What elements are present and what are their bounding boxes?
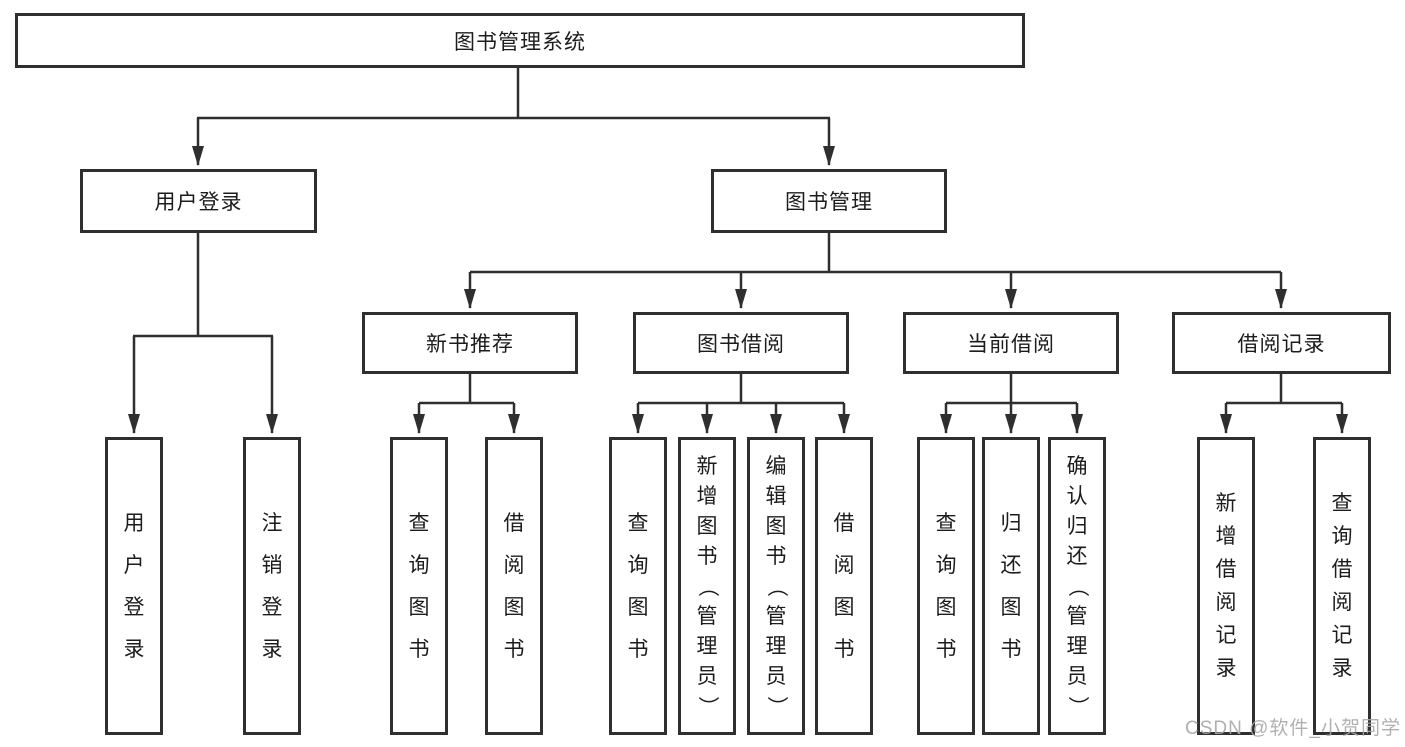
node-user-login: 用户登录 [80, 169, 317, 233]
leaf-nbr-borrow-books: 借阅图书 [485, 437, 543, 735]
leaf-bb-borrow-books: 借阅图书 [815, 437, 873, 735]
leaf-bb-edit-books-admin: 编辑图书（管理员） [747, 437, 805, 735]
leaf-logout-login: 注销登录 [243, 437, 301, 735]
node-borrowing-records: 借阅记录 [1172, 312, 1391, 374]
leaf-cb-query-books: 查询图书 [917, 437, 975, 735]
node-current-borrowing: 当前借阅 [903, 312, 1119, 374]
leaf-nbr-query-books: 查询图书 [390, 437, 448, 735]
leaf-bb-add-books-admin: 新增图书（管理员） [678, 437, 736, 735]
node-book-management: 图书管理 [711, 169, 947, 233]
node-root: 图书管理系统 [15, 13, 1025, 68]
node-new-book-recommend: 新书推荐 [362, 312, 578, 374]
leaf-cb-return-books: 归还图书 [982, 437, 1040, 735]
leaf-user-login: 用户登录 [105, 437, 163, 735]
leaf-br-add-record: 新增借阅记录 [1197, 437, 1255, 735]
node-book-borrowing: 图书借阅 [633, 312, 849, 374]
leaf-bb-query-books: 查询图书 [609, 437, 667, 735]
watermark: CSDN @软件_小贺同学 [1185, 718, 1401, 739]
leaf-br-query-record: 查询借阅记录 [1313, 437, 1371, 735]
leaf-cb-confirm-return-admin: 确认归还（管理员） [1048, 437, 1106, 735]
